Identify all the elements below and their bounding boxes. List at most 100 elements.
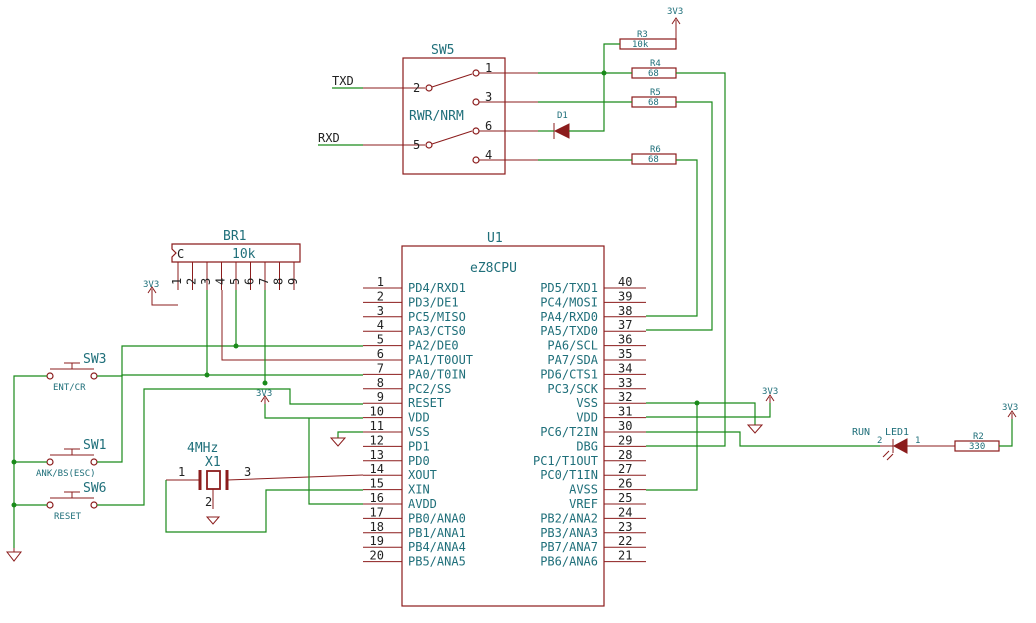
u1-pin-name: PC1/T1OUT <box>533 454 598 468</box>
u1-pin-number: 40 <box>618 275 632 289</box>
u1-pin-number: 16 <box>370 491 384 505</box>
u1-pin-name: PC0/T1IN <box>540 468 598 482</box>
u1-pin-number: 1 <box>377 275 384 289</box>
u1-pin-number: 14 <box>370 462 384 476</box>
led1-pin-1: 1 <box>915 436 920 446</box>
power-label-led: 3V3 <box>1002 403 1018 413</box>
u1-pin-number: 20 <box>370 549 384 563</box>
u1-pin-number: 8 <box>377 376 384 390</box>
br1-pin-number: 3 <box>199 278 213 285</box>
u1-pin-name: XOUT <box>408 468 437 482</box>
u1-pin-number: 18 <box>370 520 384 534</box>
u1-pin-name: PA0/T0IN <box>408 367 466 381</box>
u1-pin-number: 34 <box>618 361 632 375</box>
power-3v3-top: 3V3 <box>667 7 683 44</box>
sw3-button: SW3 ENT/CR <box>46 352 106 393</box>
u1-pin-number: 29 <box>618 433 632 447</box>
power-3v3-vdd: 3V3 <box>256 389 363 419</box>
x1-pin-2: 2 <box>205 495 212 509</box>
r3-ref: R3 <box>637 30 648 40</box>
sw5-pin-3: 3 <box>485 90 492 104</box>
u1-pin-name: PA7/SDA <box>547 353 598 367</box>
u1-pin-name: PB2/ANA2 <box>540 511 598 525</box>
r6-resistor: R6 68 <box>631 145 677 165</box>
sw5-pin-6: 6 <box>485 119 492 133</box>
led1-value: RUN <box>852 427 870 438</box>
power-3v3-led: 3V3 <box>1002 403 1018 419</box>
r6-ref: R6 <box>650 145 661 155</box>
u1-pin-name: VREF <box>569 497 598 511</box>
br1-pin-number: 6 <box>243 278 257 285</box>
net-rxd: RXD <box>318 131 340 145</box>
power-label-top: 3V3 <box>667 7 683 17</box>
u1-pin-name: DBG <box>576 439 598 453</box>
power-label-br1: 3V3 <box>143 280 159 290</box>
sw5-pin-1: 1 <box>485 61 492 75</box>
u1-pin-name: AVSS <box>569 483 598 497</box>
u1-pin-number: 27 <box>618 462 632 476</box>
u1-pin-name: PD0 <box>408 454 430 468</box>
u1-pin-number: 21 <box>618 549 632 563</box>
u1-pin-number: 12 <box>370 433 384 447</box>
u1-pin-number: 28 <box>618 448 632 462</box>
u1-pin-name: PD5/TXD1 <box>540 281 598 295</box>
r5-ref: R5 <box>650 88 661 98</box>
u1-pin-number: 7 <box>377 361 384 375</box>
u1-pin-number: 11 <box>370 419 384 433</box>
u1-right-pins: 40PD5/TXD139PC4/MOSI38PA4/RXD037PA5/TXD0… <box>533 275 646 569</box>
led1-diode: RUN LED1 2 1 <box>852 427 955 461</box>
power-label-vdd: 3V3 <box>256 389 272 399</box>
r2-ref: R2 <box>973 432 984 442</box>
u1-pin-name: PB1/ANA1 <box>408 526 466 540</box>
u1-pin-number: 39 <box>618 289 632 303</box>
sw5-ref: SW5 <box>431 43 454 58</box>
u1-pin-number: 24 <box>618 505 632 519</box>
r4-resistor: R4 68 <box>631 59 677 79</box>
u1-pin-name: PC4/MOSI <box>540 295 598 309</box>
sw5-pin-5: 5 <box>413 138 420 152</box>
u1-pin-number: 3 <box>377 304 384 318</box>
br1-ref: BR1 <box>223 229 246 244</box>
r6-value: 68 <box>648 155 659 165</box>
u1-pin-name: PA5/TXD0 <box>540 324 598 338</box>
u1-pin-number: 25 <box>618 491 632 505</box>
u1-pin-name: PC5/MISO <box>408 310 466 324</box>
br1-pin-number: 8 <box>272 278 286 285</box>
d1-ref: D1 <box>557 111 568 121</box>
x1-crystal: 4MHz X1 1 2 3 <box>166 441 364 525</box>
sw1-value: ANK/BS(ESC) <box>36 469 96 479</box>
u1-pin-number: 38 <box>618 304 632 318</box>
u1-pin-number: 6 <box>377 347 384 361</box>
u1-ref: U1 <box>487 231 503 246</box>
u1-pin-name: RESET <box>408 396 444 410</box>
u1-pin-name: PC3/SCK <box>547 382 598 396</box>
u1-pin-name: PB5/ANA5 <box>408 555 466 569</box>
br1-pin-number: 9 <box>286 278 300 285</box>
u1-pin-name: PB0/ANA0 <box>408 511 466 525</box>
sw1-ref: SW1 <box>83 438 106 453</box>
u1-value: eZ8CPU <box>470 261 517 276</box>
r5-value: 68 <box>648 98 659 108</box>
u1-pin-number: 36 <box>618 333 632 347</box>
u1-pin-name: PB4/ANA4 <box>408 540 466 554</box>
br1-common: C <box>177 247 184 261</box>
ground-left <box>5 548 23 562</box>
sw1-button: SW1 ANK/BS(ESC) <box>36 438 106 479</box>
u1-pin-name: PC6/T2IN <box>540 425 598 439</box>
led1-ref: LED1 <box>885 427 909 438</box>
u1-pin-name: VDD <box>408 411 430 425</box>
x1-value: 4MHz <box>187 441 218 456</box>
u1-pin-name: PD3/DE1 <box>408 295 459 309</box>
sw3-value: ENT/CR <box>53 383 86 393</box>
sw6-button: SW6 RESET <box>46 481 106 522</box>
ground-right <box>746 424 764 434</box>
u1-pin-number: 26 <box>618 477 632 491</box>
x1-pin-1: 1 <box>178 465 185 479</box>
u1-pin-number: 10 <box>370 405 384 419</box>
sw6-ref: SW6 <box>83 481 106 496</box>
power-3v3-right: 3V3 <box>762 387 778 403</box>
